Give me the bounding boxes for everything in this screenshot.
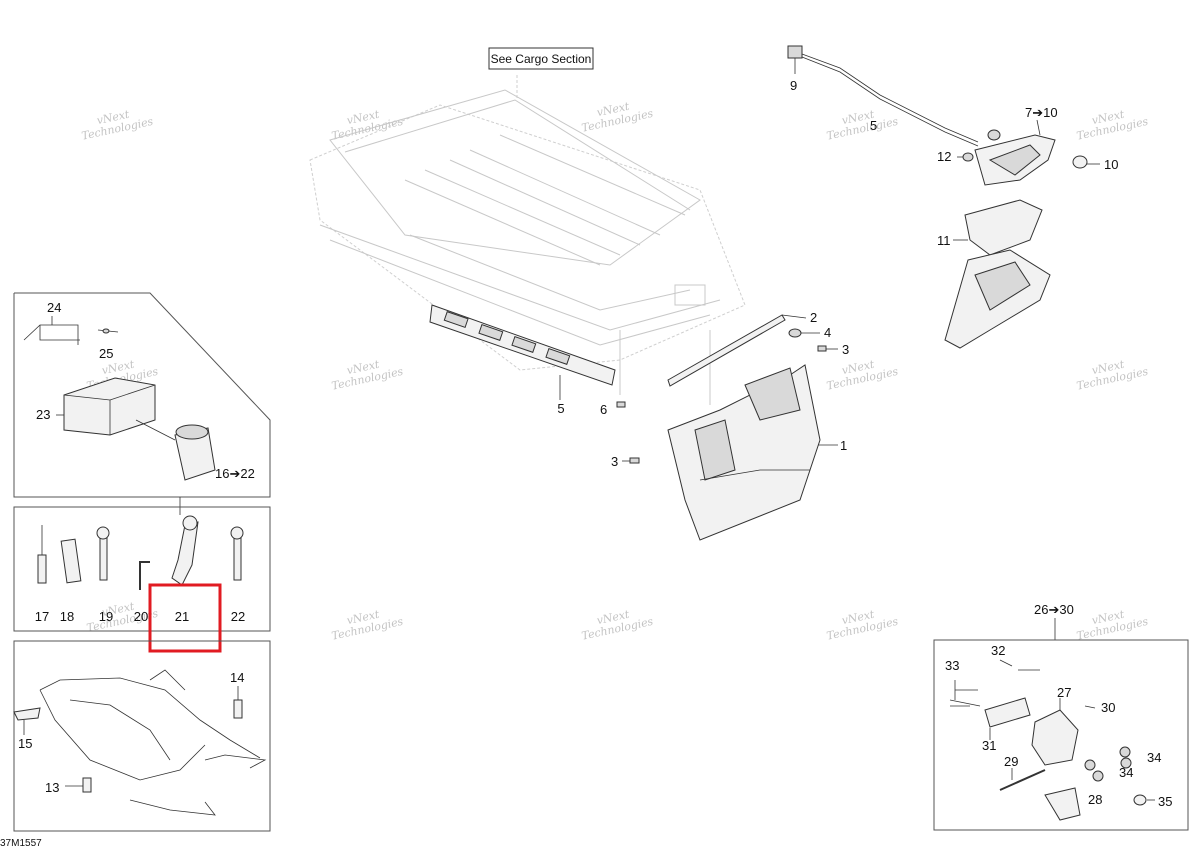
callout-16: 16➔22 — [215, 466, 255, 481]
cargo-rack-ghost — [309, 75, 746, 405]
part-24-bracket[interactable] — [23, 316, 80, 345]
callout-3-bottom: 3 — [611, 454, 618, 469]
diagram-id-code: 37M1557 — [0, 838, 42, 848]
callout-9: 9 — [790, 78, 797, 93]
callout-25: 25 — [99, 346, 113, 361]
callout-5: 5 — [557, 401, 564, 416]
callout-12: 12 — [937, 149, 951, 164]
part-17-screwdriver[interactable] — [37, 525, 47, 584]
see-cargo-section-note[interactable]: See Cargo Section — [488, 47, 594, 70]
part-18-spark-plug-socket[interactable] — [60, 538, 82, 584]
part-33-bolts[interactable] — [949, 680, 981, 707]
part-32-bolts[interactable] — [999, 659, 1040, 671]
callout-24: 24 — [47, 300, 61, 315]
callout-13: 13 — [45, 780, 59, 795]
part-28-clamp[interactable] — [1044, 787, 1081, 821]
callout-35: 35 — [1158, 794, 1172, 809]
hitch-box — [933, 639, 1189, 831]
kit-box-top — [13, 292, 271, 515]
callout-18: 18 — [60, 609, 74, 624]
part-20-hex-key[interactable] — [139, 561, 150, 590]
part-22-wrench[interactable] — [230, 526, 244, 581]
callout-1: 1 — [840, 438, 847, 453]
callout-15: 15 — [18, 736, 32, 751]
callout-30: 30 — [1101, 700, 1115, 715]
part-1-snow-flap[interactable] — [667, 364, 838, 541]
callout-29: 29 — [1004, 754, 1018, 769]
callout-22: 22 — [231, 609, 245, 624]
callout-32: 32 — [991, 643, 1005, 658]
part-21-spanner[interactable] — [171, 515, 199, 586]
part-9-wiring-harness[interactable] — [787, 45, 979, 147]
tools-box — [13, 506, 271, 632]
callout-14: 14 — [230, 670, 244, 685]
callout-34-b: 34 — [1119, 765, 1133, 780]
see-cargo-section-label: See Cargo Section — [491, 52, 592, 66]
part-16-tool-roll[interactable] — [174, 424, 216, 481]
part-31-plate[interactable] — [984, 697, 1031, 740]
callout-20: 20 — [134, 609, 148, 624]
callout-28: 28 — [1088, 792, 1102, 807]
callout-4: 4 — [824, 325, 831, 340]
callout-11: 11 — [937, 233, 951, 248]
part-15-decal[interactable] — [13, 707, 41, 735]
part-14-decal[interactable] — [233, 686, 243, 719]
callout-26: 26➔30 — [1034, 602, 1074, 617]
part-25-clip[interactable] — [97, 328, 119, 334]
part-3-screw-top[interactable] — [817, 345, 838, 352]
callout-19: 19 — [99, 609, 113, 624]
part-29-rod[interactable] — [999, 768, 1046, 791]
part-34-nuts[interactable] — [1084, 746, 1132, 782]
highlight-box-item-21[interactable] — [148, 583, 222, 653]
callout-34-a: 34 — [1147, 750, 1161, 765]
part-4-washer[interactable] — [788, 328, 820, 338]
callout-10: 10 — [1104, 157, 1118, 172]
part-13-decal[interactable] — [65, 777, 92, 793]
part-35-cap[interactable] — [1133, 794, 1155, 806]
part-10-bulb-grommet[interactable] — [987, 129, 1001, 141]
part-7-tail-light[interactable] — [974, 134, 1056, 186]
part-2-strip[interactable] — [667, 314, 807, 387]
callout-2: 2 — [810, 310, 817, 325]
part-23-tool-bag[interactable] — [56, 377, 156, 436]
snowmobile-outline — [39, 669, 267, 816]
part-6-screw[interactable] — [616, 401, 626, 408]
decals-box — [13, 640, 271, 832]
callout-3-top: 3 — [842, 342, 849, 357]
callout-23: 23 — [36, 407, 50, 422]
part-30-pin[interactable] — [1084, 705, 1096, 709]
callout-17: 17 — [35, 609, 49, 624]
part-27-hitch-bracket[interactable] — [1031, 698, 1079, 766]
part-3-screw-bottom[interactable] — [622, 457, 640, 464]
part-10-bulb[interactable] — [1072, 155, 1100, 169]
callout-7: 7➔10 — [1025, 105, 1058, 120]
callout-8: 5 — [870, 118, 877, 133]
callout-6: 6 — [600, 402, 607, 417]
callout-21: 21 — [175, 609, 189, 624]
callout-31: 31 — [982, 738, 996, 753]
callout-33: 33 — [945, 658, 959, 673]
part-5-side-rail[interactable] — [429, 304, 616, 400]
callout-27: 27 — [1057, 685, 1071, 700]
part-12-nut[interactable] — [957, 152, 974, 162]
part-19-wrench[interactable] — [96, 526, 110, 581]
part-11-light-housing[interactable] — [944, 199, 1051, 349]
